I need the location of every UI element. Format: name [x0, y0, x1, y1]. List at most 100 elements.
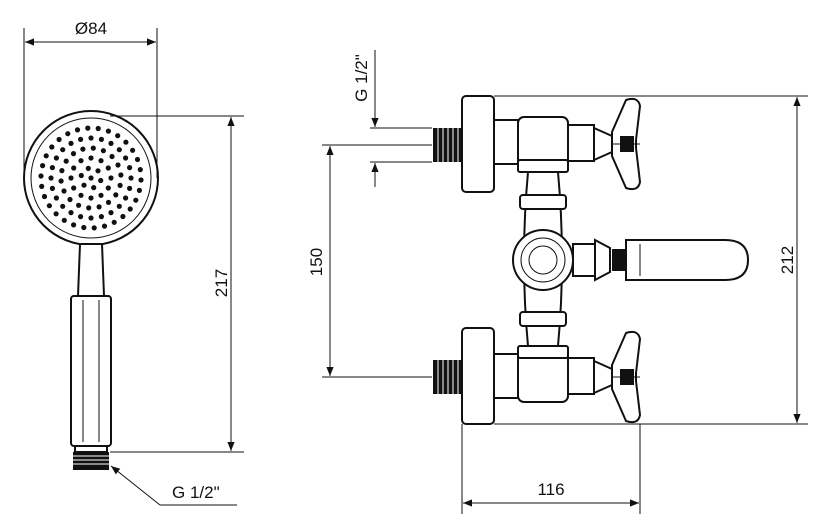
spray-hole: [100, 148, 106, 154]
top-flange: [461, 95, 495, 193]
spray-hole: [65, 131, 71, 137]
spray-hole: [138, 177, 144, 183]
spray-hole: [67, 196, 73, 203]
width-label: 116: [537, 480, 564, 499]
spray-hole: [95, 168, 101, 174]
spray-hole: [127, 206, 133, 212]
spray-hole: [113, 192, 119, 198]
hand-shower-drawing: Ø84 217 G 1/2": [23, 19, 244, 506]
spray-hole: [40, 163, 46, 169]
diverter-hub: [512, 229, 574, 291]
bottom-flange: [461, 327, 495, 425]
spray-hole: [108, 175, 114, 181]
spray-hole: [134, 156, 141, 163]
spray-hole: [127, 165, 133, 171]
spray-hole: [71, 165, 77, 171]
spray-hole: [76, 202, 82, 208]
spray-hole: [98, 192, 104, 198]
spray-hole: [123, 155, 129, 161]
spray-hole: [105, 199, 112, 205]
spray-hole: [49, 165, 56, 171]
spray-hole: [41, 193, 48, 200]
shower-thread-label: G 1/2": [172, 483, 220, 502]
spray-hole: [136, 187, 142, 193]
spray-hole: [85, 125, 91, 131]
spray-hole: [49, 185, 56, 191]
spray-hole: [56, 136, 62, 143]
spray-hole: [43, 153, 49, 159]
spout-connector: [572, 243, 596, 277]
spray-hole: [105, 185, 111, 191]
spray-hole: [68, 175, 74, 181]
spray-hole: [70, 151, 77, 157]
spray-hole: [91, 185, 97, 191]
spray-hole: [123, 195, 129, 201]
spray-hole: [130, 147, 136, 153]
spray-hole: [105, 128, 111, 134]
spray-hole: [98, 214, 104, 220]
spray-holes: [38, 125, 144, 231]
spray-hole: [85, 165, 91, 171]
spray-hole: [101, 223, 108, 229]
spray-hole: [105, 165, 111, 171]
spray-hole: [38, 173, 44, 179]
spray-hole: [60, 147, 66, 153]
top-connector: [493, 119, 519, 165]
spray-hole: [115, 162, 121, 168]
bottom-valve-stem: [567, 357, 595, 395]
spray-hole: [127, 185, 133, 191]
spray-hole: [58, 178, 64, 184]
spray-hole: [137, 167, 143, 173]
spray-hole: [63, 158, 69, 164]
shower-thread: [73, 452, 109, 470]
spray-hole: [81, 182, 87, 188]
bottom-connector: [493, 353, 519, 399]
spray-hole: [46, 203, 53, 209]
spray-hole: [98, 158, 104, 164]
spray-hole: [115, 133, 121, 139]
spray-hole: [88, 215, 94, 221]
spacing-label: 150: [307, 248, 326, 276]
spray-hole: [59, 168, 65, 174]
spray-hole: [111, 219, 117, 225]
spray-hole: [98, 177, 104, 184]
spray-hole: [90, 145, 96, 151]
spray-hole: [88, 155, 94, 161]
spray-hole: [95, 125, 101, 132]
spray-hole: [120, 213, 126, 220]
spray-hole: [49, 144, 55, 150]
spray-hole: [53, 211, 59, 217]
spray-hole: [109, 153, 115, 160]
mixer-drawing: G 1/2" 150 212 116: [307, 50, 808, 514]
spray-hole: [133, 197, 139, 203]
spray-hole: [80, 146, 86, 152]
length-label: 217: [212, 269, 231, 297]
shower-thread-leader: [110, 465, 161, 506]
spray-hole: [123, 139, 129, 145]
spray-hole: [78, 214, 84, 220]
top-valve-stem: [567, 124, 595, 162]
shower-handle: [70, 295, 112, 447]
spray-hole: [128, 175, 134, 181]
spray-hole: [108, 210, 114, 216]
spray-hole: [96, 204, 102, 210]
spray-hole: [61, 188, 67, 194]
spray-hole: [53, 195, 60, 201]
spray-hole: [81, 224, 87, 231]
spray-hole: [48, 175, 54, 181]
shower-thread-collar: [74, 445, 108, 453]
spray-hole: [71, 185, 77, 191]
spray-hole: [78, 158, 84, 164]
spray-hole: [71, 222, 77, 228]
spray-hole: [78, 172, 84, 179]
diameter-label: Ø84: [75, 19, 107, 38]
spray-hole: [53, 155, 60, 161]
spray-hole: [78, 136, 84, 142]
shower-neck: [76, 243, 106, 297]
spray-hole: [118, 172, 124, 178]
spray-hole: [78, 192, 84, 198]
spray-hole: [61, 217, 67, 223]
spray-hole: [39, 183, 45, 189]
spout: [625, 239, 750, 281]
